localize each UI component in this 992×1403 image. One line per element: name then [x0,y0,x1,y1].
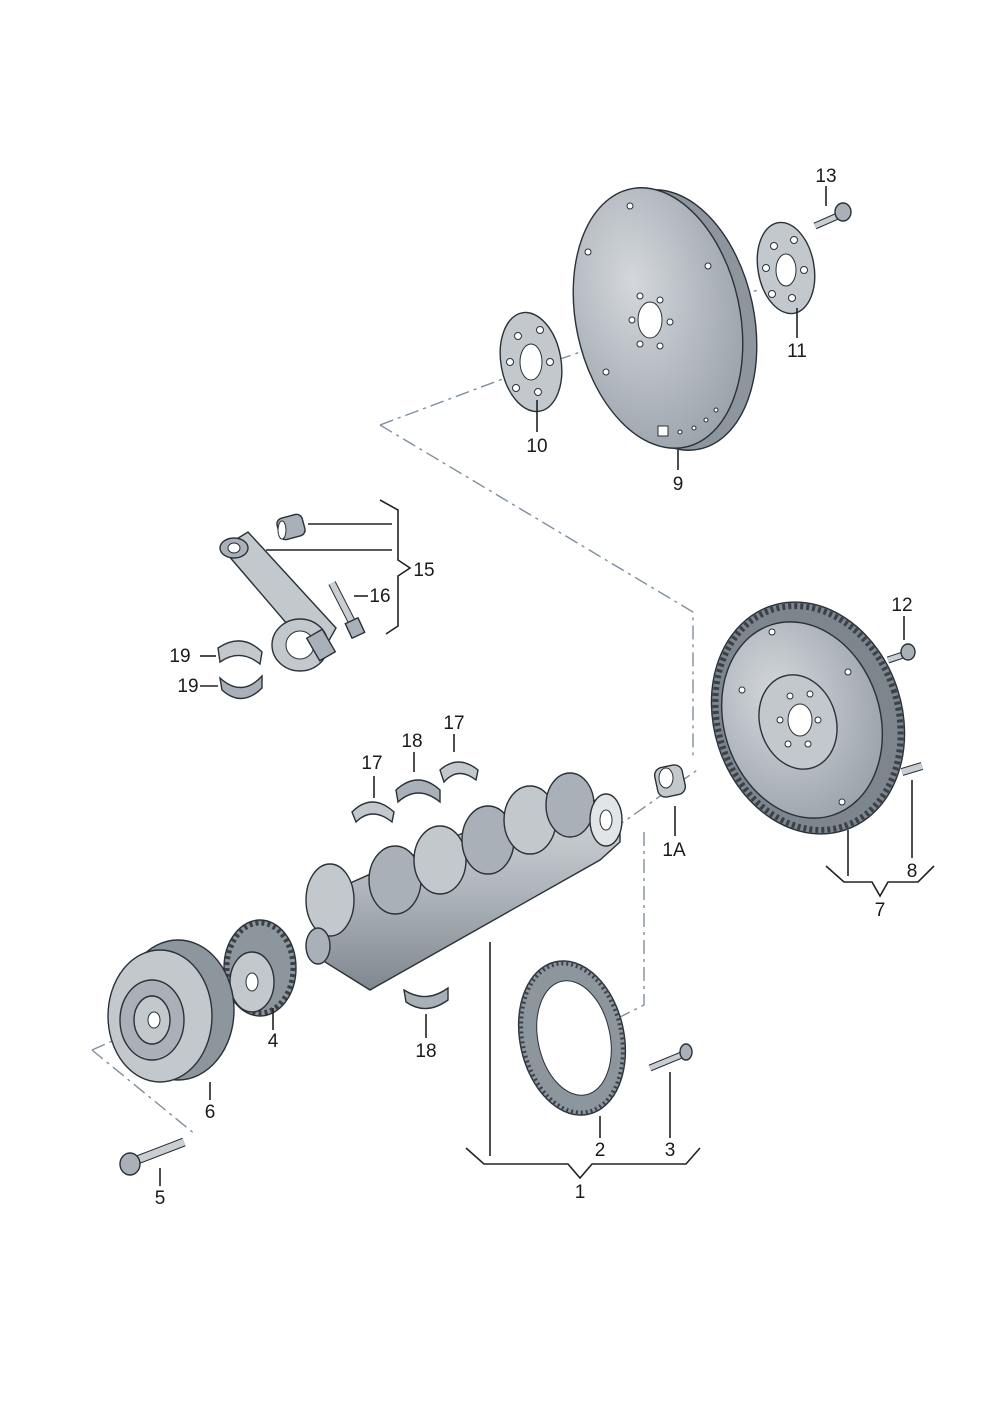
callout-15: 15 [413,560,434,581]
callout-9: 9 [673,474,684,495]
conrod-bearing-shells [217,640,263,700]
callout-18-lower: 18 [415,1041,436,1062]
flywheel [710,601,906,835]
callout-1a: 1A [662,840,686,861]
callout-5: 5 [155,1188,166,1209]
callout-19-upper: 19 [169,646,190,667]
callout-17-right: 17 [443,713,464,734]
callout-12: 12 [891,595,912,616]
main-bearing-lower [403,986,449,1010]
conrod-bolt-16 [328,581,366,640]
callout-labels: 13 11 10 9 15 16 19 19 12 8 7 1A 17 18 1… [155,166,918,1209]
piston-pin-bushing [276,513,306,541]
callout-8: 8 [907,861,918,882]
callout-17-left: 17 [361,753,382,774]
flywheel-bolt-12 [886,643,916,664]
shim-plate-front [499,311,563,413]
callout-13: 13 [815,166,836,187]
drive-plate [572,187,758,451]
central-bolt-5 [119,1137,186,1176]
callout-10: 10 [526,436,547,457]
callout-6: 6 [205,1102,216,1123]
callout-16: 16 [369,586,390,607]
dowel-pin-8 [900,762,924,776]
callout-19-lower: 19 [177,676,198,697]
main-bearing-upper [395,779,441,804]
thrust-washer-left [351,801,395,824]
leader-lines [159,186,935,1186]
sender-wheel-bolt-3 [648,1043,693,1072]
callout-4: 4 [268,1031,279,1052]
connecting-rod [219,531,337,672]
crankshaft [305,772,623,991]
callout-1: 1 [575,1182,586,1203]
sender-wheel [517,960,627,1116]
shim-plate-rear [756,221,816,315]
callout-18-upper: 18 [401,731,422,752]
callout-11: 11 [787,341,807,362]
callout-3: 3 [665,1140,676,1161]
pilot-bearing [653,764,687,798]
thrust-washer-right [439,761,479,784]
callout-7: 7 [875,900,886,921]
bolt-13 [813,202,852,230]
callout-2: 2 [595,1140,606,1161]
vibration-damper [107,939,235,1083]
crankshaft-sprocket [223,919,297,1017]
